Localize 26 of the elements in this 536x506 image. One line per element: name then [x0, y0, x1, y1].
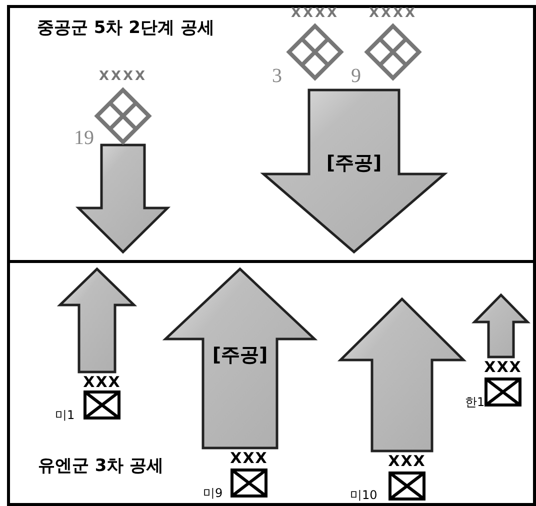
- block-arrow: [260, 88, 448, 254]
- panel: [7, 260, 536, 506]
- panel: [7, 5, 536, 263]
- edge-label: [주공]: [325, 151, 383, 175]
- unit-number: 3: [272, 66, 282, 86]
- panel-heading: 유엔군 3차 공세: [38, 455, 164, 477]
- echelon-mark: XXXX: [290, 6, 340, 21]
- block-arrow: [75, 144, 171, 254]
- panel-heading: 중공군 5차 2단계 공세: [37, 17, 214, 39]
- echelon-mark: XXX: [483, 360, 523, 375]
- echelon-mark: XXX: [82, 375, 122, 390]
- unit-number: 미10: [350, 488, 378, 502]
- edge-label: [주공]: [211, 343, 269, 367]
- echelon-mark: XXXX: [368, 6, 418, 21]
- block-arrow: [56, 267, 138, 374]
- unit-number: 9: [351, 66, 361, 86]
- block-arrow: [162, 267, 318, 450]
- unit-number: 한1: [465, 395, 485, 409]
- block-arrow: [472, 293, 530, 358]
- unit-number: 미1: [55, 408, 75, 422]
- echelon-mark: XXXX: [98, 69, 148, 84]
- echelon-mark: XXX: [229, 451, 269, 466]
- unit-number: 미9: [203, 486, 223, 500]
- echelon-mark: XXX: [387, 454, 427, 469]
- block-arrow: [337, 297, 467, 452]
- unit-number: 19: [74, 128, 94, 148]
